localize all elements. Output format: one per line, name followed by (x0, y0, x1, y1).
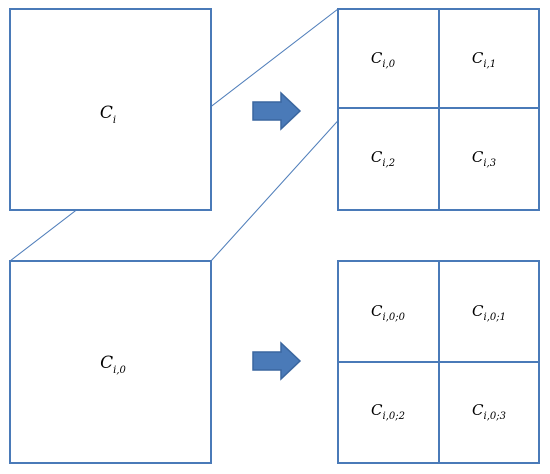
top-child-label-2: Ci,2 (371, 148, 395, 169)
bottom-parent-label: Ci,0 (100, 353, 126, 376)
top-child-label-3: Ci,3 (472, 148, 496, 169)
bottom-child-label-3: Ci,0;3 (472, 401, 506, 422)
top-arrow (252, 91, 302, 131)
bottom-arrow (252, 341, 302, 381)
top-parent-label: Ci (100, 103, 116, 126)
bottom-child-grid: Ci,0;0 Ci,0;1 Ci,0;2 Ci,0;3 (337, 260, 540, 464)
top-child-label-0: Ci,0 (371, 49, 396, 70)
top-child-grid: Ci,0 Ci,1 Ci,2 Ci,3 (337, 8, 540, 211)
bottom-child-label-0: Ci,0;0 (371, 302, 406, 323)
top-parent-cell: Ci (9, 8, 212, 211)
top-child-label-1: Ci,1 (472, 49, 496, 70)
bottom-child-label-1: Ci,0;1 (472, 302, 506, 323)
bottom-parent-cell: Ci,0 (9, 260, 212, 464)
bottom-child-label-2: Ci,0;2 (371, 401, 405, 422)
